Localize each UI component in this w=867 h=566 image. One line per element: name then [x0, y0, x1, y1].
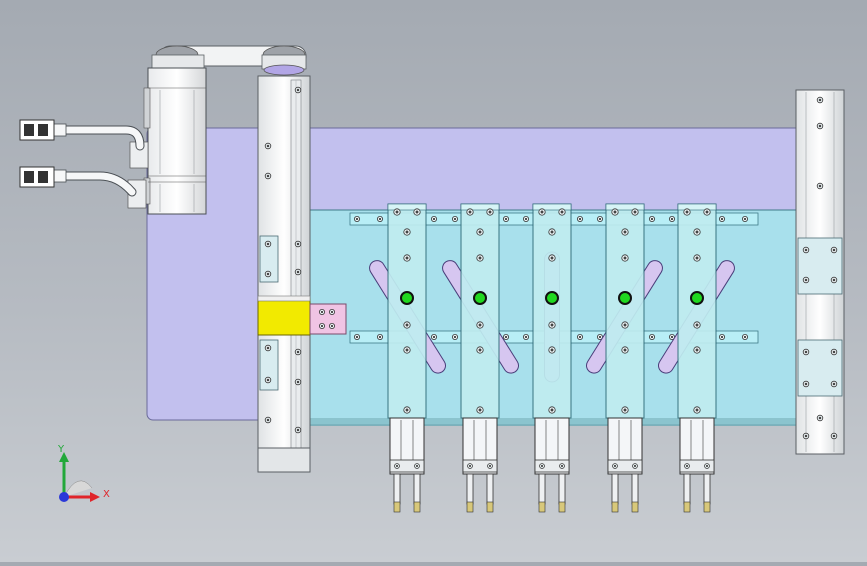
indicator-pin: [400, 291, 414, 305]
cable-connectors: [19, 119, 55, 188]
gripper-fingers: [387, 203, 717, 513]
right-guide-rail: [795, 89, 845, 455]
gripper-jaw: [679, 417, 715, 513]
indicator-pin: [473, 291, 487, 305]
coordinate-triad: Y X: [57, 444, 110, 502]
gripper-jaw: [534, 417, 570, 513]
gripper-finger: [532, 203, 572, 419]
carriage: [257, 298, 311, 336]
gripper-finger: [387, 203, 427, 419]
indicator-pin: [618, 291, 632, 305]
y-axis-label: Y: [57, 444, 65, 455]
belt-drive: [151, 45, 307, 76]
x-axis-label: X: [103, 489, 110, 500]
indicator-pin: [545, 291, 559, 305]
module-screws: [264, 86, 335, 434]
gripper-jaw: [607, 417, 643, 513]
gripper-finger: [460, 203, 500, 419]
gripper-finger: [677, 203, 717, 419]
carriage-bracket: [309, 303, 347, 335]
gripper-jaw: [462, 417, 498, 513]
gripper-jaw: [389, 417, 425, 513]
gripper-finger: [605, 203, 645, 419]
motor-cables: [51, 123, 145, 197]
linear-module: [257, 75, 347, 473]
indicator-pin: [690, 291, 704, 305]
